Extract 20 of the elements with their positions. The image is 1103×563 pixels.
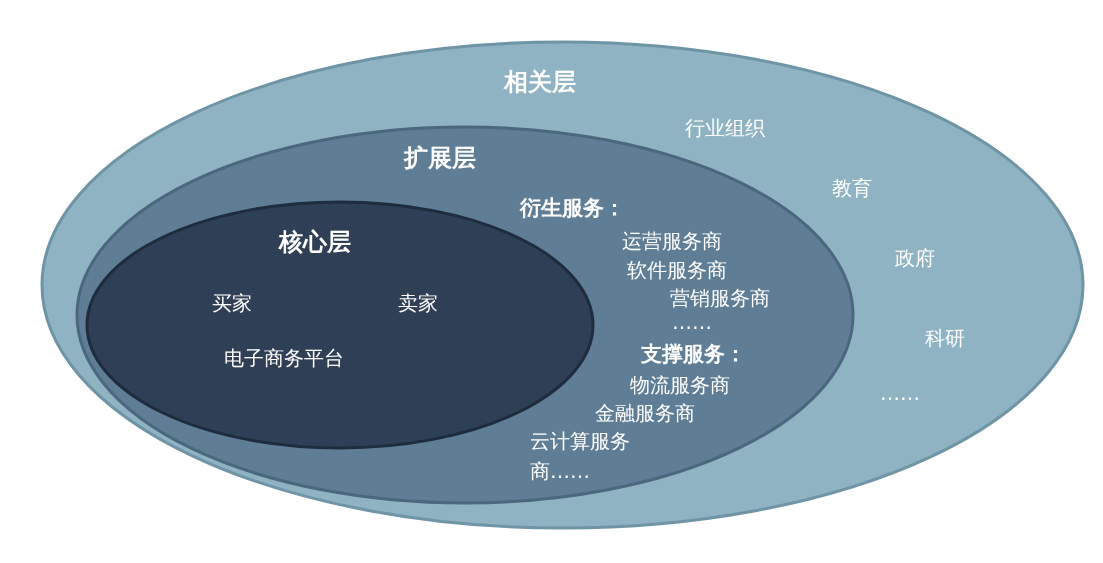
layer-title: 核心层 <box>279 227 351 258</box>
item-label: 运营服务商 <box>622 227 722 255</box>
item-label: 行业组织 <box>685 114 765 142</box>
category-heading: 支撑服务： <box>640 341 746 368</box>
item-label: 物流服务商 <box>630 371 730 399</box>
item-label: 科研 <box>925 324 965 352</box>
layer-title: 相关层 <box>504 67 576 98</box>
item-label: 营销服务商 <box>670 284 770 312</box>
category-heading: 衍生服务： <box>519 195 625 222</box>
item-label: 云计算服务商…… <box>530 428 631 485</box>
item-label: 卖家 <box>398 289 438 317</box>
item-label: 软件服务商 <box>627 256 727 284</box>
item-label: 政府 <box>895 244 935 272</box>
item-label: 金融服务商 <box>595 399 695 427</box>
item-label: 电子商务平台 <box>224 344 344 372</box>
item-label: 教育 <box>832 174 872 202</box>
item-label: …… <box>672 310 712 334</box>
item-label: 买家 <box>212 289 252 317</box>
item-label: …… <box>880 381 920 405</box>
layer-title: 扩展层 <box>404 143 476 174</box>
